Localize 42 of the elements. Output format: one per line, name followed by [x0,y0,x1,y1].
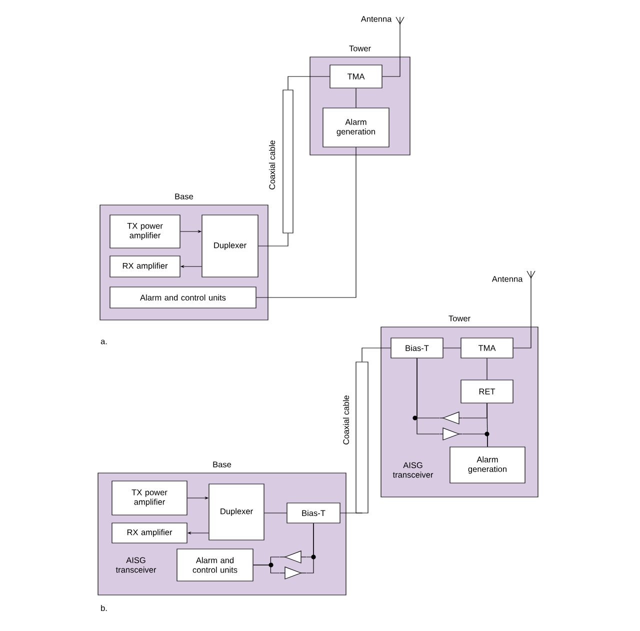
amplifier-pair [280,550,306,580]
connector [256,147,356,298]
process-box: Alarm and control units [176,548,254,582]
process-box: TMA [460,338,514,358]
connector [513,284,532,348]
connector [462,434,488,447]
connector [362,348,391,362]
process-box: Bias-T [286,502,340,524]
process-box: RX amplifier [112,522,188,544]
connector [340,512,362,514]
panel-heading: Tower [349,46,371,52]
process-box: TMA [330,64,382,88]
process-box: Alarm and control units [110,286,256,308]
connector [416,358,440,418]
panel-heading: Base [175,194,194,200]
antenna-label: Antenna [360,16,392,22]
antenna-label: Antenna [492,276,523,282]
connector [462,403,488,418]
side-label: AISG transceiver [392,462,434,478]
process-box: Bias-T [390,338,444,358]
process-box: RX amplifier [110,256,180,278]
connector [306,523,314,558]
diagram-label: b. [101,604,107,612]
process-box: Duplexer [208,484,264,540]
process-box: Alarm generation [450,446,526,484]
process-box: RET [460,380,514,404]
process-box: Duplexer [202,214,258,278]
panel-heading: Tower [448,316,470,322]
connector [253,564,280,574]
diagram-label: AISG transceiver [116,557,156,573]
connector [486,358,488,380]
side-label: Coaxial cable [268,140,276,190]
process-box: TX power amplifier [112,480,188,516]
side-label: Coaxial cable [342,396,350,444]
process-box: TX power amplifier [110,214,180,248]
connector [382,30,400,77]
connector [264,512,287,514]
process-box: Alarm generation [322,108,390,148]
connector [258,233,288,246]
diagram-label: a. [100,340,107,344]
panel-heading: Base [213,462,232,468]
connector [288,76,330,90]
